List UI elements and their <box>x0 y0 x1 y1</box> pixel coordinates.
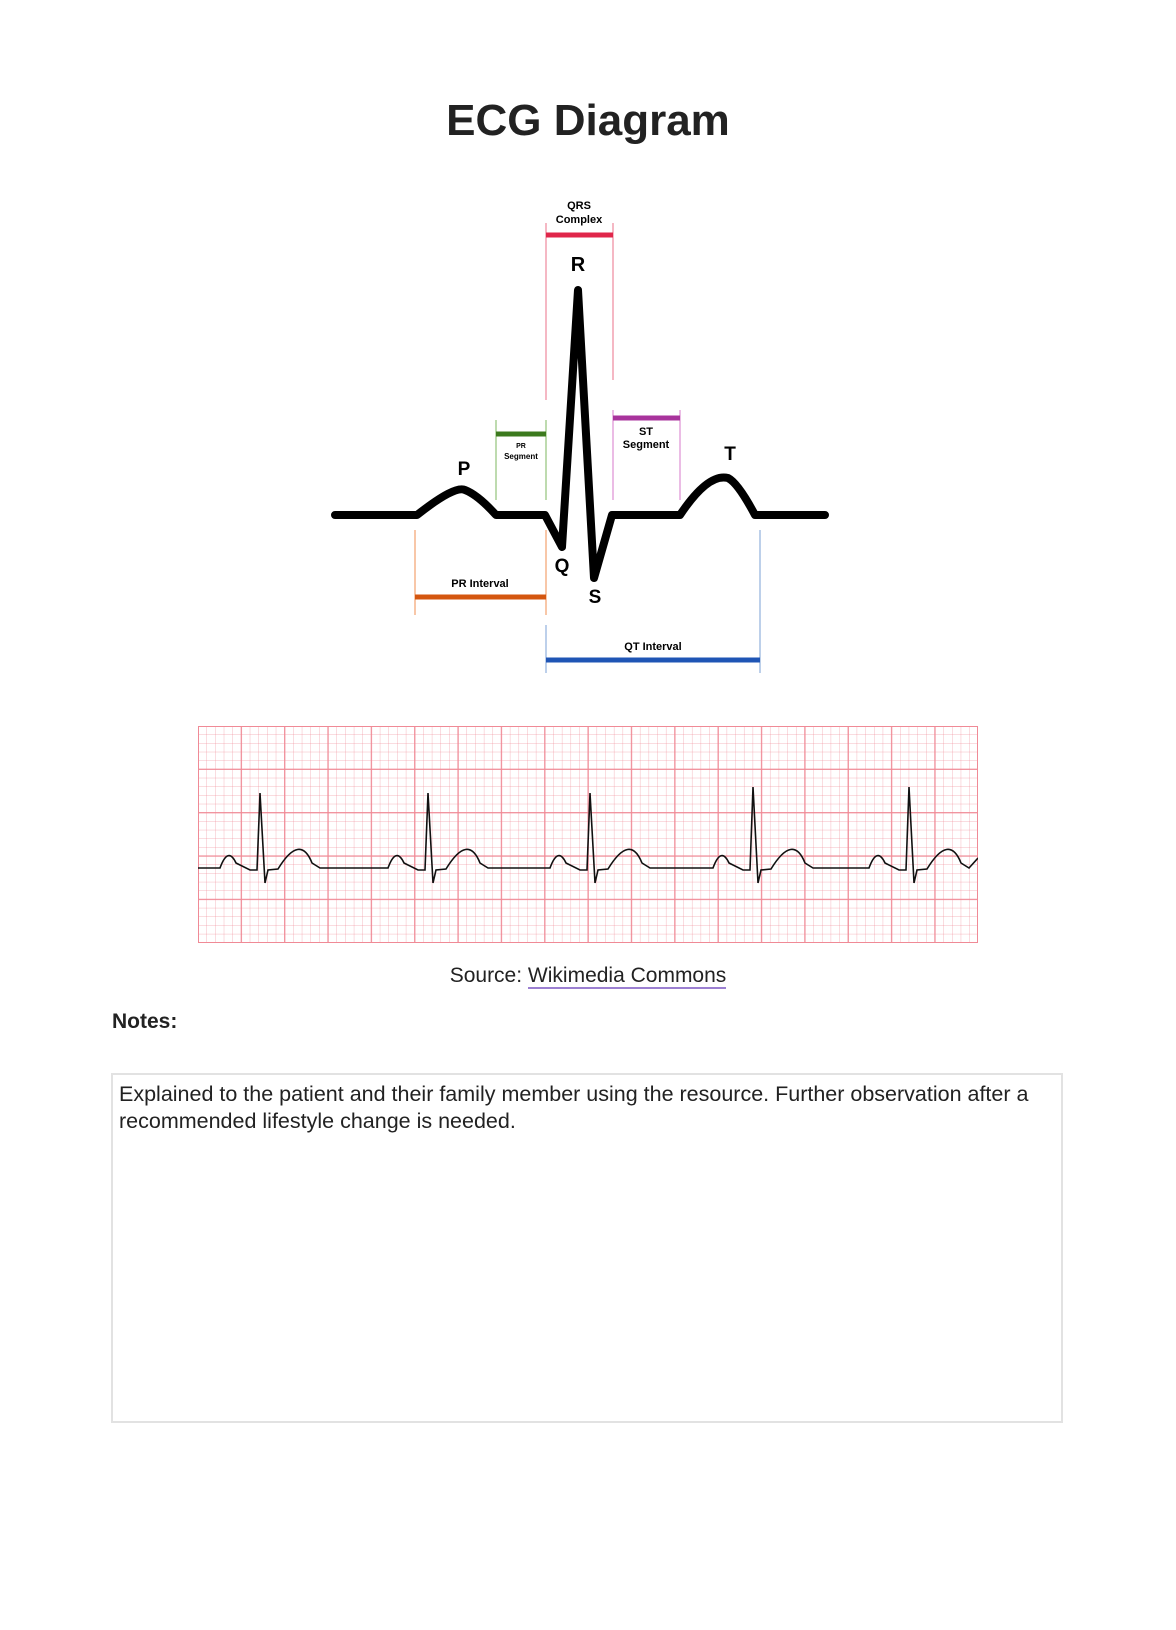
source-prefix: Source: <box>449 964 528 987</box>
page-title: ECG Diagram <box>446 96 730 145</box>
q-wave-label: Q <box>555 556 570 577</box>
pr-interval-marker: PR Interval <box>414 530 547 615</box>
pr-segment-label-1: PR <box>516 443 526 450</box>
ecg-trace <box>331 286 829 582</box>
qrs-label-2: Complex <box>556 214 603 226</box>
image-source: Source: Wikimedia Commons <box>0 964 1176 989</box>
r-wave-label: R <box>571 254 586 276</box>
s-wave-label: S <box>589 587 602 608</box>
st-segment-label-2: Segment <box>623 439 670 451</box>
pr-interval-label: PR Interval <box>451 578 508 590</box>
notes-label: Notes: <box>112 1010 178 1033</box>
pr-segment-marker: PR Segment <box>495 420 547 500</box>
notes-textbox[interactable]: Explained to the patient and their famil… <box>111 1073 1063 1423</box>
qrs-complex-marker: QRS Complex <box>545 200 614 400</box>
st-segment-marker: ST Segment <box>612 410 681 500</box>
qt-interval-label: QT Interval <box>624 641 681 653</box>
t-wave-label: T <box>724 444 736 465</box>
ecg-waveform-diagram: QRS Complex PR Segment ST Segment PR Int… <box>331 200 829 673</box>
qt-interval-marker: QT Interval <box>545 530 761 673</box>
st-segment-label-1: ST <box>639 426 653 438</box>
ecg-rhythm-trace <box>198 786 978 884</box>
wikimedia-commons-link[interactable]: Wikimedia Commons <box>527 964 727 989</box>
ecg-grid <box>198 726 978 943</box>
pr-segment-label-2: Segment <box>504 452 538 461</box>
p-wave-label: P <box>458 459 471 480</box>
qrs-label-1: QRS <box>567 200 591 212</box>
ecg-rhythm-strip <box>198 726 978 943</box>
